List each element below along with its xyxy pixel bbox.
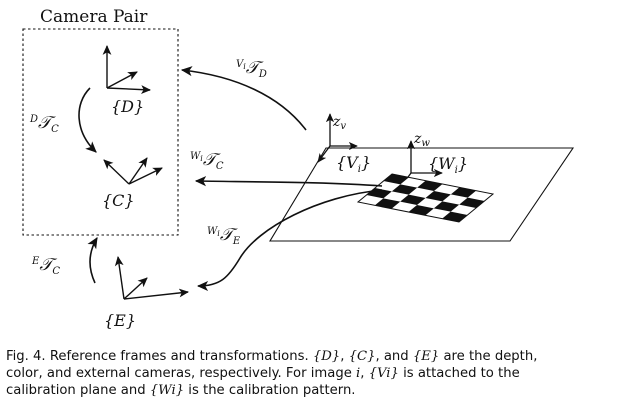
- caption-text: , and: [375, 349, 413, 364]
- checker-square: [391, 184, 418, 195]
- arrow-d-to-c: [78, 87, 97, 153]
- arrow-wi-to-c: [194, 176, 383, 187]
- checker-square: [408, 205, 434, 216]
- arrow-vi-to-d: [180, 66, 307, 131]
- checker-square: [459, 197, 485, 208]
- camera-pair-box: [22, 28, 179, 236]
- label-wi-to-e: Wi𝒯E: [207, 225, 241, 247]
- caption-text: are the depth,: [439, 349, 538, 364]
- checker-square: [400, 194, 426, 205]
- label-vi-to-d: Vi𝒯D: [236, 58, 267, 80]
- label-e-to-c: E𝒯C: [31, 255, 60, 277]
- checker-square: [450, 187, 477, 198]
- caption-math-e: {E}: [412, 349, 440, 364]
- frames-diagram: Camera Pair {D} {C} {E} D𝒯C: [22, 7, 575, 330]
- calibration-plane: [269, 147, 575, 242]
- checkerboard-pattern: [356, 173, 495, 223]
- caption-text: color, and external cameras, respectivel…: [6, 366, 357, 381]
- checker-square: [374, 198, 401, 209]
- figure-caption: Fig. 4. Reference frames and transformat…: [6, 348, 611, 399]
- caption-text: is the calibration pattern.: [184, 383, 356, 398]
- axis-zw-label: zw: [413, 131, 430, 149]
- arrow-e-to-c: [87, 237, 98, 284]
- caption-math-vi: {Vi}: [368, 366, 399, 381]
- caption-math-i: i: [356, 366, 361, 381]
- checker-square: [442, 211, 468, 222]
- caption-text: Fig. 4. Reference frames and transformat…: [6, 349, 313, 364]
- checker-square: [433, 201, 460, 212]
- frame-e-axes: [114, 256, 189, 300]
- axis-zv-label: zv: [332, 114, 346, 132]
- caption-text: calibration plane and: [6, 383, 150, 398]
- label-d-to-c: D𝒯C: [29, 113, 59, 135]
- frame-c-axes: [103, 157, 163, 185]
- checker-square: [425, 191, 451, 202]
- caption-math-d: {D}: [312, 349, 341, 364]
- frame-vi-label: {Vi}: [336, 153, 371, 175]
- camera-pair-title: Camera Pair: [40, 7, 148, 27]
- frame-d-axes: [102, 45, 151, 94]
- checker-square: [383, 174, 409, 185]
- frame-vi-axes: [317, 113, 358, 163]
- frame-e-label: {E}: [104, 311, 136, 330]
- arrow-wi-to-e: [196, 189, 383, 292]
- frame-d-label: {D}: [111, 97, 144, 116]
- label-wi-to-c: Wi𝒯C: [190, 150, 224, 172]
- caption-math-wi: {Wi}: [149, 383, 185, 398]
- caption-math-c: {C}: [348, 349, 376, 364]
- frame-wi-label: {Wi}: [428, 154, 468, 176]
- checker-square: [417, 180, 443, 191]
- caption-text: ,: [360, 366, 369, 381]
- frame-c-label: {C}: [102, 191, 135, 210]
- caption-text: ,: [340, 349, 349, 364]
- caption-text: is attached to the: [398, 366, 520, 381]
